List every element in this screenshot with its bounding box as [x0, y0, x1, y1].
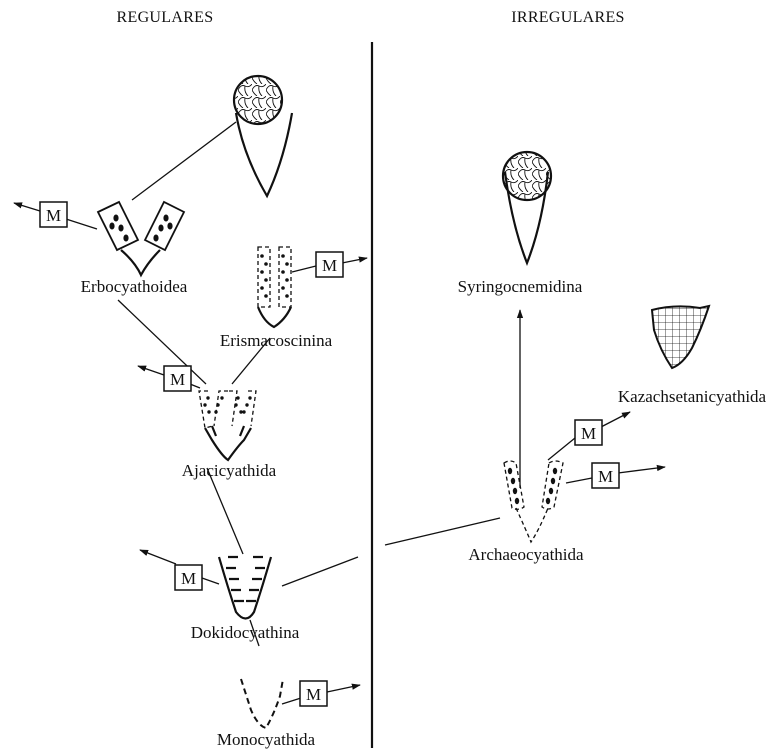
phylogeny-links [117, 121, 524, 647]
marker-m-erbocyathoidea: M [13, 201, 98, 230]
ajacicyathida-cup-icon [198, 390, 257, 462]
marker-m-monocyathida: M [281, 680, 361, 707]
label-erismacoscinina: Erismacoscinina [220, 331, 333, 350]
kazachsetanicyathida-sponge-icon [650, 304, 711, 370]
label-monocyathida: Monocyathida [217, 730, 316, 749]
label-archaeocyathida: Archaeocyathida [468, 545, 584, 564]
svg-text:M: M [581, 424, 596, 443]
erbocyathoidea-cup-icon [96, 200, 186, 278]
svg-text:M: M [170, 370, 185, 389]
monocyathida-cup-icon [240, 678, 284, 730]
marker-m-kazachsetanicyathida: M [547, 411, 631, 461]
label-ajacicyathida: Ajacicyathida [182, 461, 277, 480]
label-dokidocyathina: Dokidocyathina [191, 623, 300, 642]
label-erbocyathoidea: Erbocyathoidea [81, 277, 188, 296]
marker-m-dokidocyathina: M [139, 549, 220, 591]
marker-m-archaeocyathida: M [565, 462, 666, 489]
archaeocyathida-cup-icon [503, 460, 564, 544]
dokidocyathina-cup-icon [217, 555, 273, 620]
label-kazachsetanicyathida: Kazachsetanicyathida [618, 387, 767, 406]
svg-text:M: M [598, 467, 613, 486]
svg-text:M: M [306, 685, 321, 704]
header-regulares: REGULARES [117, 9, 214, 26]
marker-m-erismacoscinina: M [291, 251, 368, 278]
svg-text:M: M [181, 569, 196, 588]
regular-cellular-cup-icon [232, 74, 294, 199]
syringocnemidina-cup-icon [501, 150, 553, 266]
label-syringocnemidina: Syringocnemidina [458, 277, 583, 296]
marker-m-label: M [46, 206, 61, 225]
svg-text:M: M [322, 256, 337, 275]
marker-m-ajacicyathida: M [137, 365, 201, 392]
erismacoscinina-cup-icon [256, 246, 292, 329]
header-irregulares: IRREGULARES [511, 9, 625, 26]
